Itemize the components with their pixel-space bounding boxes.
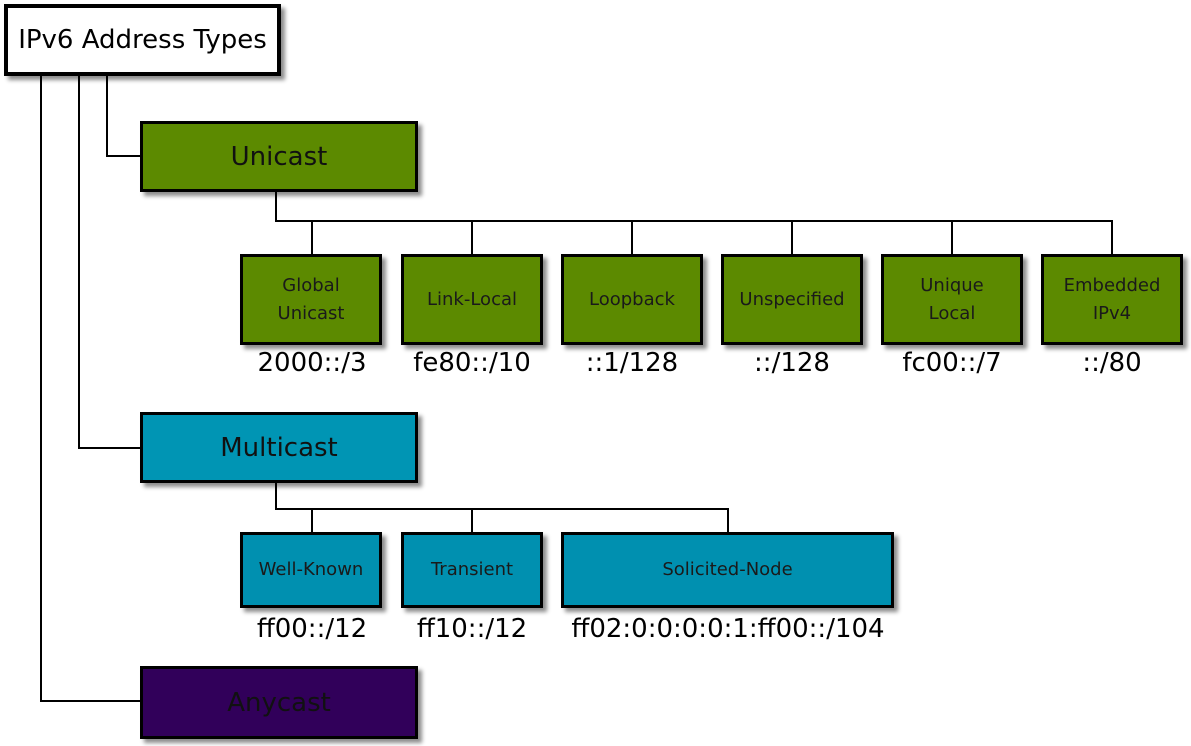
multicast-node: Multicast — [140, 412, 418, 483]
connector-line — [275, 508, 729, 510]
connector-line — [631, 220, 633, 254]
connector-line — [471, 220, 473, 254]
connector-line — [106, 155, 140, 157]
connector-line — [951, 220, 953, 254]
connector-line — [275, 191, 277, 222]
well-known-node: Well-Known — [240, 532, 382, 608]
leaf-label: Well-Known — [258, 559, 364, 580]
prefix-label: ff02:0:0:0:0:1:ff00::/104 — [571, 614, 885, 644]
connector-line — [40, 76, 42, 701]
connector-line — [78, 447, 140, 449]
transient-node: Transient — [401, 532, 543, 608]
leaf-label: Link-Local — [426, 288, 517, 310]
prefix-label: fe80::/10 — [413, 348, 531, 378]
connector-line — [275, 483, 277, 510]
connector-line — [311, 220, 313, 254]
connector-line — [106, 76, 108, 156]
prefix-label: ff00::/12 — [256, 614, 368, 644]
root-label: IPv6 Address Types — [18, 25, 267, 55]
connector-line — [40, 700, 140, 702]
leaf-label: Embedded IPv4 — [1063, 274, 1161, 324]
unspecified-node: Unspecified — [721, 254, 863, 345]
leaf-label: Solicited-Node — [662, 559, 793, 580]
connector-line — [471, 508, 473, 532]
connector-line — [727, 508, 729, 532]
connector-line — [78, 76, 80, 448]
prefix-label: ::/80 — [1082, 348, 1142, 378]
leaf-label: Unspecified — [739, 288, 845, 310]
prefix-label: ff10::/12 — [416, 614, 528, 644]
anycast-node: Anycast — [140, 666, 418, 739]
embedded-ipv4-node: Embedded IPv4 — [1041, 254, 1183, 345]
root-node: IPv6 Address Types — [4, 4, 281, 76]
connector-line — [311, 508, 313, 532]
leaf-label: Unique Local — [920, 274, 984, 324]
prefix-label: ::1/128 — [585, 348, 679, 378]
prefix-label: fc00::/7 — [902, 348, 1002, 378]
connector-line — [1111, 220, 1113, 254]
prefix-label: 2000::/3 — [257, 348, 367, 378]
unicast-label: Unicast — [230, 141, 328, 172]
connector-line — [791, 220, 793, 254]
prefix-label: ::/128 — [754, 348, 830, 378]
global-unicast-node: Global Unicast — [240, 254, 382, 345]
loopback-node: Loopback — [561, 254, 703, 345]
unique-local-node: Unique Local — [881, 254, 1023, 345]
anycast-label: Anycast — [227, 687, 331, 718]
unicast-node: Unicast — [140, 121, 418, 192]
solicited-node-node: Solicited-Node — [561, 532, 894, 608]
leaf-label: Loopback — [589, 288, 675, 310]
leaf-label: Transient — [430, 559, 514, 580]
leaf-label: Global Unicast — [277, 274, 345, 324]
multicast-label: Multicast — [220, 432, 338, 463]
link-local-node: Link-Local — [401, 254, 543, 345]
connector-line — [275, 220, 1113, 222]
